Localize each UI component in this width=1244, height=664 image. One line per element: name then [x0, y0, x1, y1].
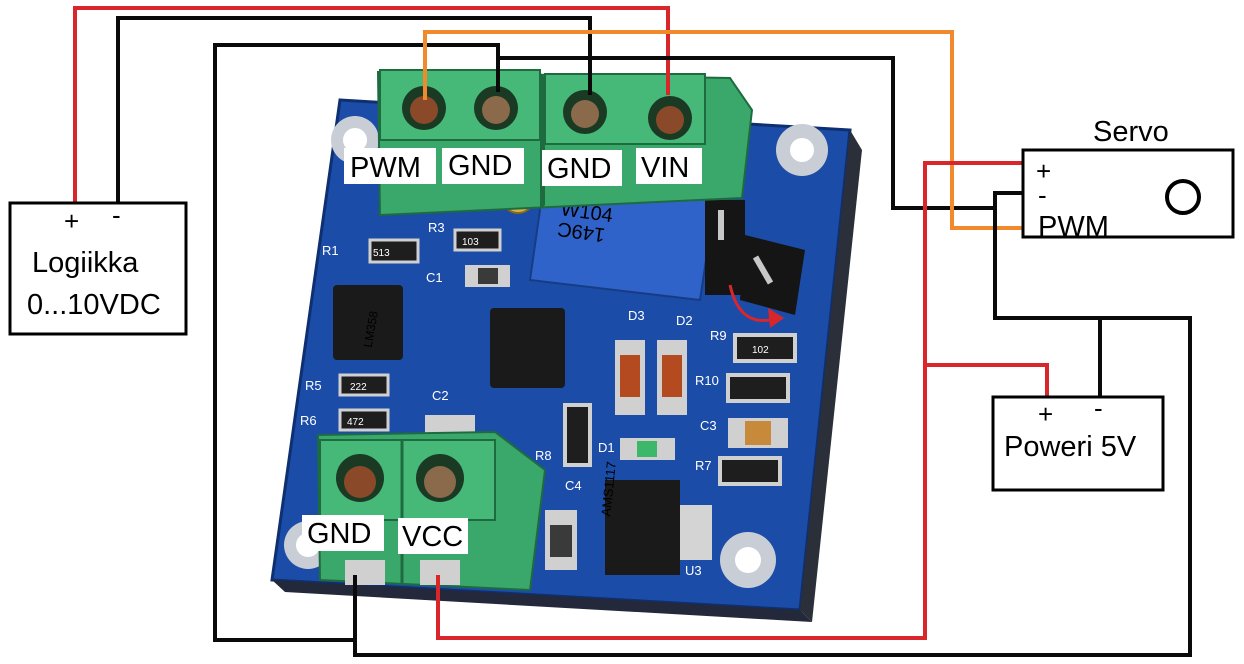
svg-text:R5: R5	[305, 378, 322, 393]
servo-pwm-label: PWM	[1038, 211, 1109, 243]
svg-text:102: 102	[752, 345, 769, 356]
svg-text:AMS1117: AMS1117	[598, 461, 619, 517]
ic-middle	[490, 308, 565, 388]
svg-text:R9: R9	[710, 328, 727, 343]
servo-plus-label: +	[1036, 156, 1051, 186]
terminal-label-vcc: VCC	[402, 521, 463, 553]
jumper-header	[705, 200, 805, 328]
wire-red-vcc	[436, 161, 1030, 640]
svg-text:C4: C4	[565, 478, 582, 493]
power-minus-label: -	[1094, 393, 1103, 423]
terminal-block-bottom	[316, 430, 547, 592]
silkscreen-labels: R3 R1 C1 R5 R6 C2 D3 D2 R9 R10 C3 R7 D1 …	[300, 220, 769, 578]
svg-text:C1: C1	[426, 270, 443, 285]
mounting-hole-tr	[776, 124, 828, 176]
smd-components	[338, 228, 797, 570]
power-label: Poweri 5V	[1004, 431, 1137, 463]
power-supply-box: + - Poweri 5V	[991, 393, 1165, 492]
logic-minus-label: -	[112, 200, 121, 230]
svg-text:C3: C3	[700, 418, 717, 433]
svg-text:222: 222	[350, 382, 367, 393]
svg-text:D3: D3	[628, 308, 645, 323]
svg-text:U3: U3	[685, 563, 702, 578]
pwm-converter-board: W104 149C LM358 AMS1117	[270, 69, 862, 622]
servo-minus-label: -	[1038, 180, 1047, 210]
terminal-label-vin: VIN	[641, 152, 689, 184]
svg-text:R7: R7	[695, 458, 712, 473]
servo-horn-icon	[1165, 179, 1201, 215]
svg-text:LM358: LM358	[361, 310, 381, 349]
servo-title: Servo	[1093, 116, 1169, 148]
logic-plus-label: +	[64, 206, 79, 236]
svg-text:C2: C2	[432, 388, 449, 403]
wire-black-gnd-top	[496, 45, 1030, 210]
ic-lm358: LM358	[333, 285, 403, 360]
jumper-arrow-icon	[768, 308, 784, 328]
svg-text:R8: R8	[535, 448, 552, 463]
wire-black-gnd-servo	[213, 43, 500, 642]
terminal-label-gnd-bottom: GND	[307, 518, 371, 550]
terminal-label-gnd-top-2: GND	[547, 153, 611, 185]
wire-red-power	[925, 363, 1049, 398]
terminal-label-pwm: PWM	[350, 152, 421, 184]
svg-text:D1: D1	[598, 440, 615, 455]
svg-text:513: 513	[373, 248, 390, 259]
terminal-labels: PWM GND GND VIN GND VCC	[302, 148, 702, 554]
svg-text:R10: R10	[695, 373, 719, 388]
terminal-block-top	[376, 69, 754, 217]
voltage-regulator: AMS1117	[598, 461, 712, 575]
mounting-hole-br	[720, 532, 776, 588]
svg-text:R1: R1	[322, 243, 339, 258]
svg-text:472: 472	[347, 417, 364, 428]
wires	[73, 6, 1192, 657]
logic-source-box: + - Logiikka 0...10VDC	[8, 200, 188, 336]
svg-text:R3: R3	[428, 220, 445, 235]
svg-text:D2: D2	[676, 313, 693, 328]
terminal-label-gnd-top-1: GND	[448, 150, 512, 182]
servo-box: Servo + - PWM	[1021, 116, 1235, 243]
wire-red-logic-vin	[73, 6, 670, 205]
svg-text:103: 103	[462, 237, 479, 248]
power-plus-label: +	[1038, 399, 1053, 429]
wire-orange-pwm	[423, 30, 1030, 230]
wire-black-gnd-power	[353, 208, 1192, 657]
svg-text:R6: R6	[300, 413, 317, 428]
logic-range: 0...10VDC	[27, 289, 161, 321]
logic-title: Logiikka	[32, 247, 139, 279]
